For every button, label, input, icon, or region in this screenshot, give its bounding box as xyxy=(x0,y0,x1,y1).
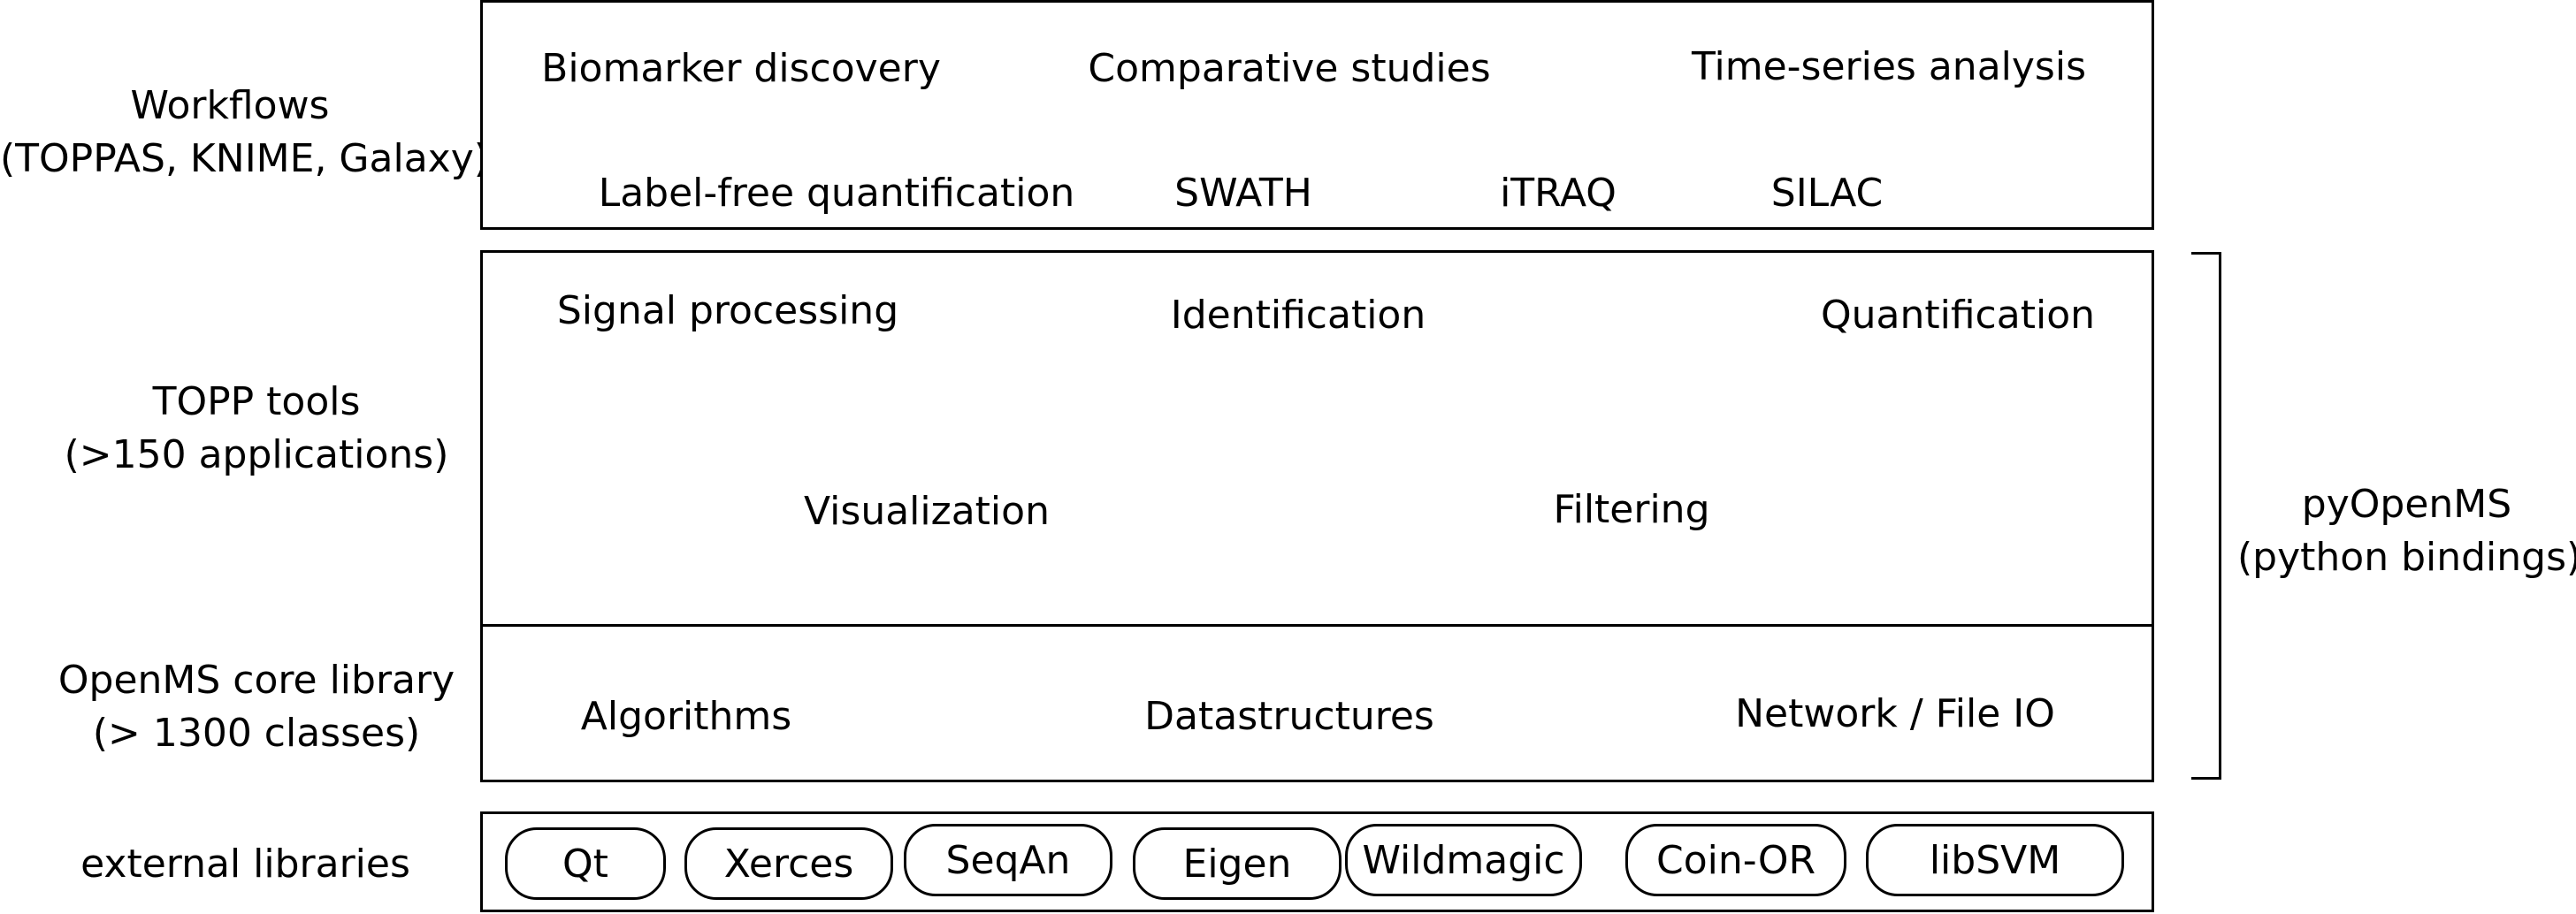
external-library-pill: Wildmagic xyxy=(1345,824,1582,896)
topp-tools-label-title: TOPP tools xyxy=(152,379,361,424)
workflow-item: Time-series analysis xyxy=(1692,44,2086,89)
topp-tools-label-subtitle: (>150 applications) xyxy=(64,432,449,477)
core-library-box xyxy=(480,624,2154,782)
workflows-box xyxy=(480,0,2154,230)
bindings-bracket xyxy=(2191,252,2221,780)
external-library-pill: Coin-OR xyxy=(1625,824,1846,896)
bindings-label-title: pyOpenMS xyxy=(2301,482,2512,527)
external-libraries-label: external libraries xyxy=(0,838,491,891)
workflows-label-subtitle: (TOPPAS, KNIME, Galaxy) xyxy=(0,136,489,181)
bindings-label: pyOpenMS (python bindings) xyxy=(2237,478,2576,584)
topp-tool-item: Identification xyxy=(1170,293,1426,338)
external-library-pill: Xerces xyxy=(684,827,893,900)
topp-tools-label: TOPP tools (>150 applications) xyxy=(0,376,513,482)
core-library-label-subtitle: (> 1300 classes) xyxy=(92,711,421,756)
topp-tool-item: Quantification xyxy=(1821,293,2095,338)
bindings-label-subtitle: (python bindings) xyxy=(2237,535,2576,580)
topp-tool-item: Visualization xyxy=(804,489,1050,534)
external-library-pill: Qt xyxy=(505,827,666,900)
workflow-item: SWATH xyxy=(1174,171,1312,216)
topp-tools-box xyxy=(480,250,2154,628)
topp-tool-item: Signal processing xyxy=(556,288,899,333)
workflow-item: SILAC xyxy=(1770,171,1884,216)
core-library-item: Datastructures xyxy=(1144,694,1434,739)
core-library-item: Algorithms xyxy=(580,694,792,739)
workflow-item: Label-free quantification xyxy=(598,171,1075,216)
workflows-label: Workflows (TOPPAS, KNIME, Galaxy) xyxy=(0,80,489,186)
core-library-label: OpenMS core library (> 1300 classes) xyxy=(0,654,513,760)
core-library-label-title: OpenMS core library xyxy=(57,658,455,703)
topp-tool-item: Filtering xyxy=(1553,487,1710,532)
external-library-pill: Eigen xyxy=(1133,827,1342,900)
workflows-label-title: Workflows xyxy=(130,83,330,128)
external-libraries-label-text: external libraries xyxy=(80,842,410,887)
external-library-pill: SeqAn xyxy=(904,824,1112,896)
external-library-pill: libSVM xyxy=(1866,824,2124,896)
workflow-item: iTRAQ xyxy=(1500,171,1617,216)
workflow-item: Comparative studies xyxy=(1088,46,1491,91)
core-library-item: Network / File IO xyxy=(1735,691,2055,736)
workflow-item: Biomarker discovery xyxy=(541,46,941,91)
